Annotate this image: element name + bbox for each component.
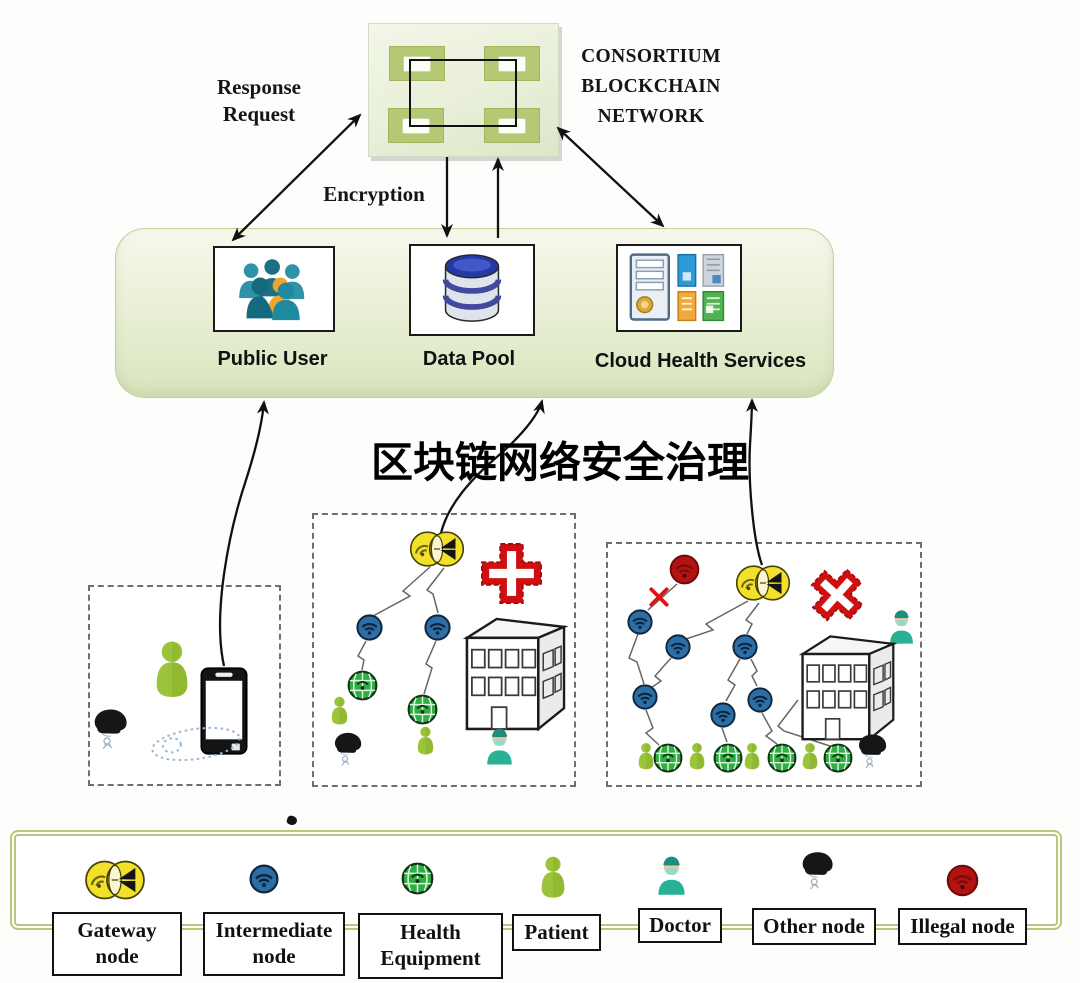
cloud-health-label: Cloud Health Services [594, 350, 807, 372]
other-node-icon [334, 732, 362, 767]
flow-arrows [218, 113, 764, 667]
personal-uplink-arrow [218, 400, 269, 667]
cloud-health-box [616, 244, 742, 332]
database-icon [442, 254, 502, 322]
connector-lines [357, 566, 837, 749]
intermediate-node-icon [356, 614, 383, 641]
doctor-icon [656, 852, 687, 895]
gateway-node-icon [84, 858, 146, 902]
data-pool-box [409, 244, 535, 336]
platform-panel [115, 228, 834, 398]
legend-label-gateway-node: Gateway node [52, 912, 182, 976]
illegal-node-icon [669, 554, 700, 585]
public-user-box [213, 246, 335, 332]
response-request-arrow [231, 113, 362, 242]
hospital-building-icon [465, 617, 566, 731]
legend-label-doctor: Doctor [638, 908, 722, 943]
legend-label-other-node: Other node [752, 908, 876, 945]
patient-icon [539, 856, 567, 898]
red-cross-icon [800, 558, 874, 632]
intermediate-node-icon [632, 684, 658, 710]
gateway-node-icon [409, 531, 465, 567]
patient-icon [417, 726, 434, 755]
encryption-label: Encryption [323, 182, 425, 206]
consortium-blockchain-box [368, 23, 559, 157]
server-rack-icon [629, 253, 725, 322]
intermediate-node-icon [732, 634, 758, 660]
personal-user-region [88, 585, 281, 786]
patient-icon [638, 742, 654, 770]
public-user-label: Public User [217, 348, 328, 370]
patient-icon [744, 742, 760, 770]
people-group-icon [239, 259, 305, 321]
hospital-b-uplink-arrow [745, 398, 764, 566]
health-equipment-icon [713, 743, 743, 773]
hospital-a-uplink-arrow [439, 399, 545, 534]
hospital-building-icon [801, 635, 895, 741]
blocked-connection-x-icon [649, 587, 669, 607]
chain-link-outline [409, 59, 517, 127]
other-node-icon [94, 708, 128, 750]
patient-icon [802, 742, 818, 770]
other-node-icon [798, 848, 836, 893]
illegal-node-icon [946, 864, 979, 897]
legend-label-illegal-node: Illegal node [898, 908, 1027, 945]
other-node-icon [858, 733, 887, 769]
gateway-node-icon [735, 565, 791, 601]
intermediate-node-icon [710, 702, 736, 728]
intermediate-node-icon [424, 614, 451, 641]
page-title: 区块链网络安全治理 [370, 439, 749, 486]
intermediate-node-icon [627, 609, 653, 635]
health-equipment-icon [401, 862, 434, 895]
legend-label-patient: Patient [512, 914, 601, 951]
doctor-icon [487, 728, 512, 765]
patient-icon [331, 696, 348, 725]
intermediate-node-icon [249, 864, 279, 894]
patient-icon [156, 641, 188, 697]
health-equipment-icon [653, 743, 683, 773]
legend-label-intermediate-node: Intermediate node [203, 912, 345, 976]
consortium-network-label: CONSORTIUM BLOCKCHAIN NETWORK [581, 46, 721, 128]
health-equipment-icon [407, 694, 438, 725]
cloud-network-arrow [556, 126, 665, 228]
red-cross-icon [481, 543, 542, 604]
health-equipment-icon [347, 670, 378, 701]
health-equipment-icon [767, 743, 797, 773]
legend-label-health-equipment: Health Equipment [358, 913, 503, 979]
intermediate-node-icon [665, 634, 691, 660]
response-request-label: Response Request [216, 75, 301, 127]
wristband-sketch-icon [151, 726, 241, 762]
smartphone-icon [200, 667, 248, 755]
data-pool-label: Data Pool [422, 348, 516, 370]
intermediate-node-icon [747, 687, 773, 713]
patient-icon [689, 742, 705, 770]
health-equipment-icon [823, 743, 853, 773]
doctor-icon [890, 610, 913, 644]
